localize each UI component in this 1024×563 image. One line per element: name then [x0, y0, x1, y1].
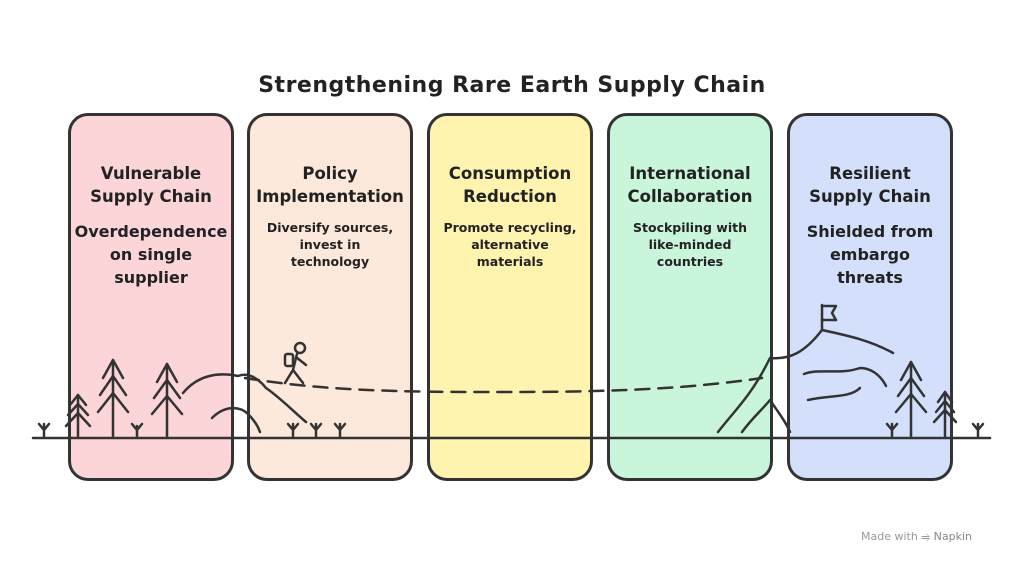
stage-panel-consumption: Consumption Reduction Promote recycling,…: [427, 113, 593, 481]
stage-heading: International Collaboration: [627, 164, 753, 206]
footer-credit: Made with ⥤ Napkin: [861, 530, 972, 543]
left-hill: [181, 373, 308, 424]
stage-description: Stockpiling with like-minded countries: [633, 220, 747, 269]
stage-description: Overdependence on single supplier: [74, 222, 228, 287]
stage-description: Diversify sources, invest in technology: [266, 220, 394, 269]
stage-heading: Policy Implementation: [256, 164, 404, 206]
tree-icon: [96, 358, 130, 438]
right-mountain: [716, 328, 895, 434]
stage-description: Promote recycling, alternative materials: [443, 220, 577, 269]
tree-icon: [894, 360, 928, 438]
journey-path: [243, 376, 764, 394]
napkin-logo-icon: ⥤: [921, 530, 931, 543]
stage-heading: Vulnerable Supply Chain: [90, 164, 212, 206]
tree-icon: [64, 393, 92, 438]
diagram-title: Strengthening Rare Earth Supply Chain: [258, 73, 766, 98]
stage-panel-vulnerable: Vulnerable Supply Chain Overdependence o…: [68, 113, 234, 481]
stage-heading: Resilient Supply Chain: [809, 164, 931, 206]
grass-icon: [37, 422, 985, 438]
stage-panel-policy: Policy Implementation Diversify sources,…: [247, 113, 413, 481]
tree-icon: [150, 362, 184, 438]
stage-heading: Consumption Reduction: [448, 164, 572, 206]
tree-icon: [932, 390, 958, 438]
hiker-icon: [283, 341, 308, 385]
flag-icon: [820, 303, 838, 332]
stage-description: Shielded from embargo threats: [806, 222, 934, 287]
stage-panel-collaboration: International Collaboration Stockpiling …: [607, 113, 773, 481]
stage-panel-resilient: Resilient Supply Chain Shielded from emb…: [787, 113, 953, 481]
